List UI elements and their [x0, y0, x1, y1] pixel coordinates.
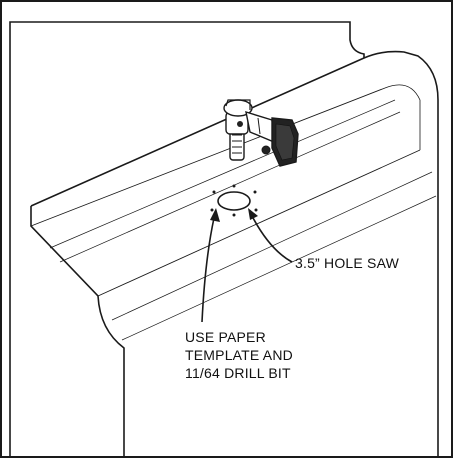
back-wall-panel: [9, 21, 365, 458]
hole-saw-leader-arrow: [248, 208, 293, 263]
hole-cutout: [217, 191, 251, 211]
fold-line-2: [49, 99, 396, 249]
template-callout-line-1: USE PAPER: [185, 329, 266, 345]
fold-line-3: [59, 111, 401, 263]
template-callout-line-3: 11/64 DRILL BIT: [185, 365, 291, 381]
template-callout-line-2: TEMPLATE AND: [185, 347, 293, 363]
hole-saw-callout: 3.5” HOLE SAW: [295, 255, 399, 271]
drill-icon: [223, 99, 299, 167]
template-drill-marks: [210, 184, 258, 217]
template-leader-arrow: [201, 208, 220, 323]
counter-top-edge: [30, 50, 439, 458]
template-callout: USE PAPER TEMPLATE AND 11/64 DRILL BIT: [185, 328, 293, 382]
fold-line-lower: [97, 149, 421, 297]
counter-front-edge: [30, 206, 125, 458]
fold-line-6: [121, 195, 437, 341]
corner-curve: [384, 84, 421, 150]
fold-line-upper: [30, 87, 386, 227]
